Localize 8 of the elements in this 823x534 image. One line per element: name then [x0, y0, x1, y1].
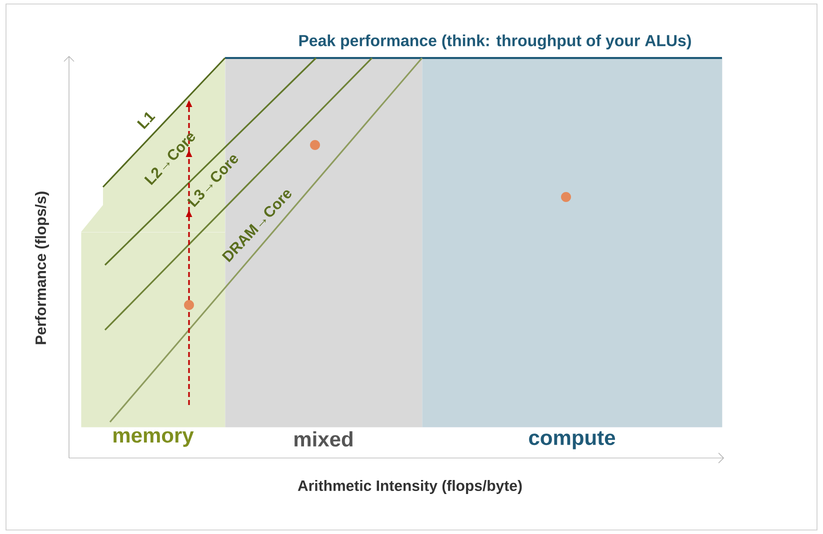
node-label: compute [529, 431, 616, 450]
region-band: compute [422, 58, 722, 450]
node-label: mixed [294, 431, 352, 447]
axis-title: Performance (flops/s) [35, 192, 49, 344]
axis-title: Arithmetic Intensity (flops/byte) [298, 480, 522, 494]
node-label: memory [114, 431, 194, 447]
roofline-label: L1 [136, 112, 156, 130]
peak-label: Peak performance (think: throughput of your ALUs) [299, 34, 691, 50]
